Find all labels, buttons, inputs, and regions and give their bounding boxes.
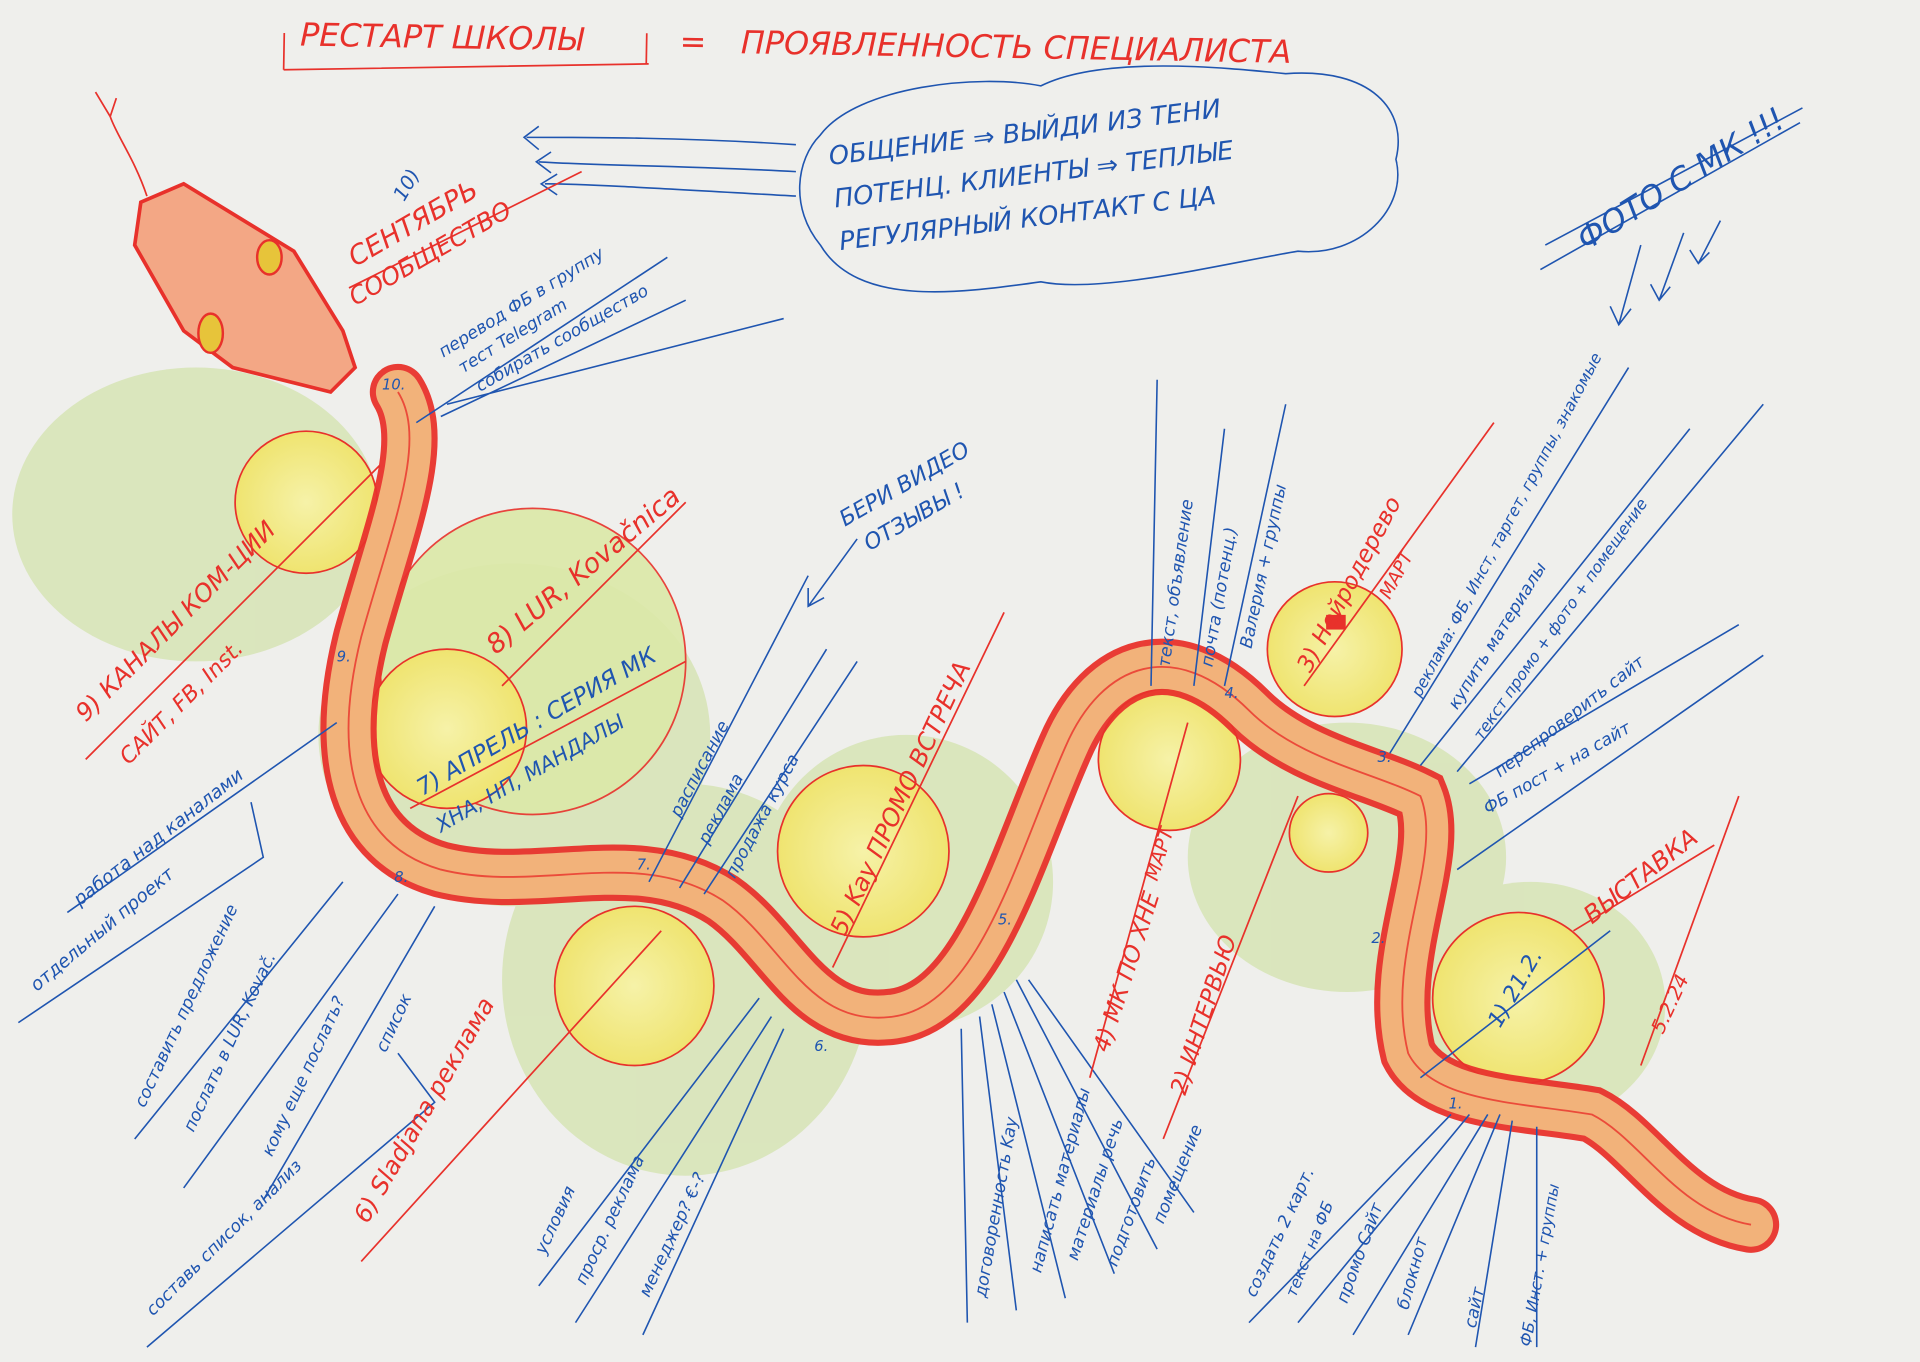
title-right: ПРОЯВЛЕННОСТЬ СПЕЦИАЛИСТА bbox=[741, 23, 1292, 71]
snake bbox=[94, 91, 1780, 1253]
svg-text:1.: 1. bbox=[1449, 1095, 1463, 1112]
snake-head bbox=[132, 181, 358, 395]
arrow-icon bbox=[522, 125, 796, 151]
svg-text:МАРТ: МАРТ bbox=[1376, 546, 1419, 602]
photo-note: ФОТО С МК !!! bbox=[1540, 100, 1803, 327]
title-equals: = bbox=[679, 22, 706, 60]
page-title: РЕСТАРТ ШКОЛЫ = ПРОЯВЛЕННОСТЬ СПЕЦИАЛИСТ… bbox=[282, 16, 1292, 71]
svg-text:10.: 10. bbox=[382, 377, 405, 394]
thought-cloud: ОБЩЕНИЕ ⇒ ВЫЙДИ ИЗ ТЕНИ ПОТЕНЦ. КЛИЕНТЫ … bbox=[522, 65, 1399, 293]
milestone-circles bbox=[234, 430, 1605, 1085]
svg-text:4.: 4. bbox=[1224, 685, 1238, 702]
svg-text:2.: 2. bbox=[1371, 930, 1385, 947]
arrow-icon bbox=[807, 538, 858, 608]
svg-text:3.: 3. bbox=[1378, 749, 1392, 766]
svg-text:составь список, анализ: составь список, анализ bbox=[142, 1156, 306, 1320]
arrow-icon bbox=[534, 151, 796, 174]
svg-text:7.: 7. bbox=[637, 857, 651, 874]
svg-text:4) МК ПО ХНЕ: 4) МК ПО ХНЕ bbox=[1088, 888, 1165, 1055]
svg-text:8.: 8. bbox=[394, 869, 408, 886]
down-arrow-icon bbox=[1609, 220, 1722, 327]
svg-text:помещение: помещение bbox=[1149, 1122, 1207, 1227]
svg-text:реклама: ФБ, Инст, таргет, гру: реклама: ФБ, Инст, таргет, группы, знако… bbox=[1407, 349, 1606, 701]
svg-text:10): 10) bbox=[388, 165, 424, 205]
svg-text:блокнот: блокнот bbox=[1394, 1234, 1433, 1312]
svg-text:9.: 9. bbox=[337, 648, 351, 665]
svg-text:ВЫСТАВКА: ВЫСТАВКА bbox=[1578, 823, 1703, 930]
svg-text:составить предложение: составить предложение bbox=[131, 902, 243, 1111]
arrow-icon bbox=[539, 173, 796, 197]
svg-text:2) ИНТЕРВЬЮ: 2) ИНТЕРВЬЮ bbox=[1165, 932, 1242, 1098]
tree-icon bbox=[1326, 614, 1346, 630]
snake-tongue bbox=[94, 91, 148, 197]
svg-text:6.: 6. bbox=[814, 1038, 828, 1055]
svg-text:менеджер? €-?: менеджер? €-? bbox=[635, 1170, 710, 1300]
svg-text:перевод ФБ в группу: перевод ФБ в группу bbox=[435, 243, 608, 362]
svg-text:список: список bbox=[372, 990, 417, 1055]
svg-text:ФБ, Инст. + группы: ФБ, Инст. + группы bbox=[1516, 1182, 1563, 1348]
title-left: РЕСТАРТ ШКОЛЫ bbox=[300, 16, 586, 59]
svg-text:5.: 5. bbox=[998, 912, 1012, 929]
svg-text:договоренность Kay: договоренность Kay bbox=[971, 1115, 1023, 1300]
svg-text:условия: условия bbox=[531, 1183, 580, 1258]
